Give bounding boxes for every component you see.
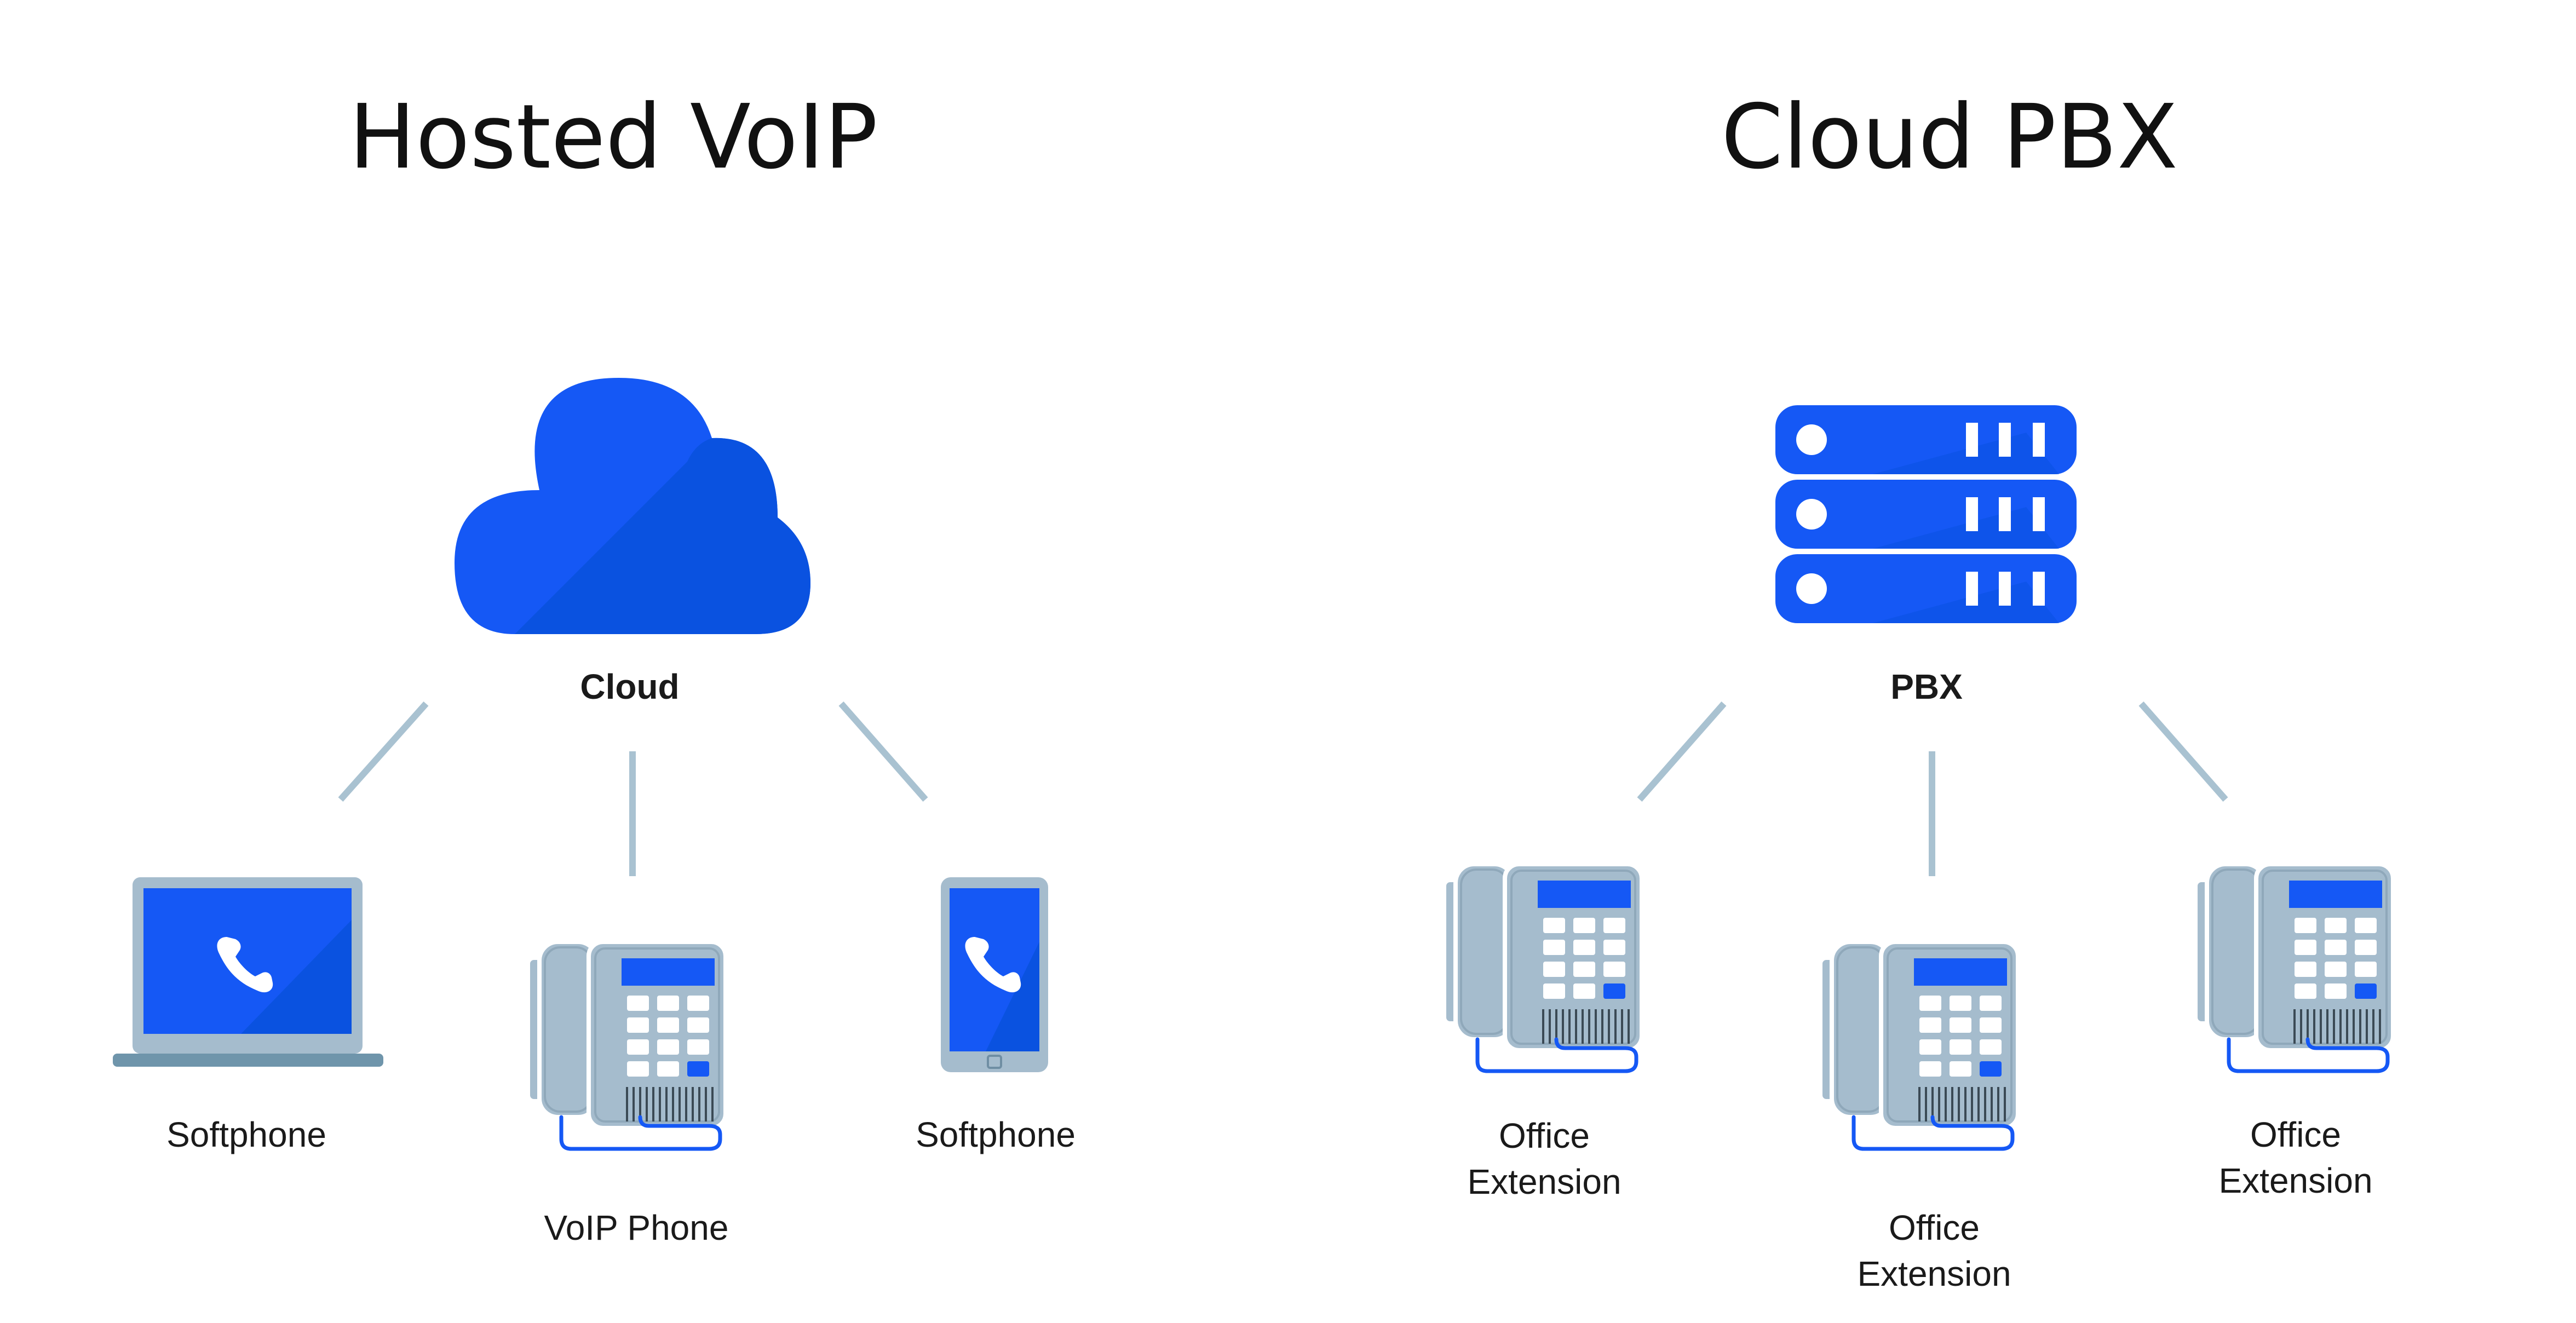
- device-label-office-extension-2: Office Extension: [1770, 1205, 2098, 1297]
- desk-phone-icon: [2196, 864, 2393, 1071]
- label-line: Office: [2250, 1115, 2341, 1154]
- connector-lines-left: [338, 701, 928, 876]
- cloud-icon: [455, 378, 810, 634]
- label-line: Extension: [1857, 1254, 2011, 1293]
- server-icon: [1775, 405, 2077, 623]
- desk-phone-icon: [1445, 864, 1642, 1071]
- label-line: Office: [1499, 1116, 1590, 1155]
- device-label-voip-phone: VoIP Phone: [544, 1208, 729, 1247]
- device-label-softphone-mobile: Softphone: [916, 1115, 1076, 1154]
- title-hosted-voip: Hosted VoIP: [349, 86, 878, 189]
- device-label-softphone-laptop: Softphone: [166, 1115, 326, 1154]
- laptop-icon: [113, 877, 383, 1067]
- desk-phone-icon: [528, 942, 726, 1149]
- hub-label-pbx: PBX: [1890, 667, 1963, 706]
- label-line: Extension: [2218, 1161, 2373, 1200]
- title-cloud-pbx: Cloud PBX: [1721, 86, 2178, 189]
- label-line: Office: [1889, 1208, 1980, 1247]
- smartphone-icon: [941, 877, 1048, 1072]
- label-line: Extension: [1467, 1162, 1622, 1201]
- device-label-office-extension-1: Office Extension: [1380, 1113, 1709, 1205]
- hub-label-cloud: Cloud: [580, 667, 680, 706]
- connector-lines-right: [1637, 701, 2228, 876]
- device-label-office-extension-3: Office Extension: [2131, 1112, 2460, 1204]
- desk-phone-icon: [1821, 942, 2018, 1149]
